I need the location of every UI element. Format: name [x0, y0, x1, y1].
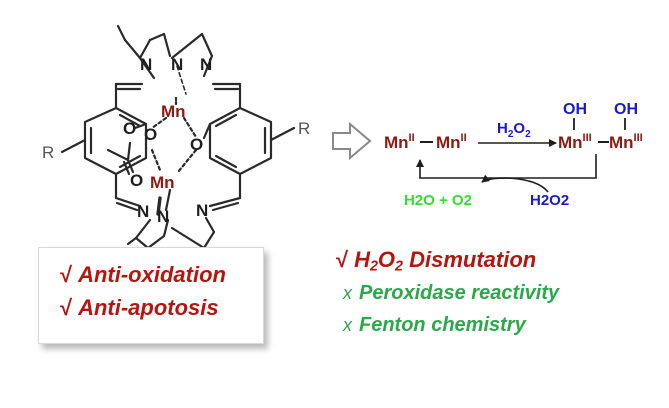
mn-bottom-atom: Mn — [150, 173, 175, 192]
r-group-right: R — [298, 119, 310, 138]
r-bond-left — [60, 138, 87, 154]
return-arrow — [416, 154, 597, 179]
mn-top-atom: Mn — [161, 102, 186, 121]
check-mark-icon: √ — [60, 295, 73, 320]
fenton-label: Fenton chemistry — [359, 314, 526, 336]
complex-atom-labels: Mn Mn O O O O N N N N N N R R — [42, 55, 310, 226]
mn2-right: MnII — [436, 132, 467, 152]
bottom-ethylene-bridges — [126, 216, 216, 250]
reagent-h2o2-bottom: H2O2 — [530, 192, 569, 209]
anti-oxidation-label: Anti-oxidation — [78, 262, 226, 287]
upper-imine-arms — [114, 82, 242, 110]
oxygen-atom-3: O — [190, 135, 203, 154]
nitrogen-atom-1: N — [140, 55, 152, 74]
biological-activity-box — [38, 247, 264, 344]
mn3-left: MnIII — [558, 132, 592, 152]
product-water-oxygen: H2O + O2 — [404, 192, 472, 209]
anti-apotosis-label: Anti-apotosis — [78, 295, 219, 320]
peroxidase-label: Peroxidase reactivity — [359, 282, 560, 304]
dismutation-item: √H2O2 Dismutation — [336, 247, 537, 275]
acetate-bridge — [106, 141, 135, 176]
mn2-left: MnII — [384, 132, 415, 152]
anti-oxidation-item: √Anti-oxidation — [60, 262, 226, 288]
hydroxide-1: OH — [563, 101, 587, 118]
check-mark-icon: √ — [336, 247, 349, 272]
peroxidase-item: x Peroxidase reactivity — [343, 282, 559, 305]
anti-apotosis-item: √Anti-apotosis — [60, 295, 219, 321]
nitrogen-atom-4: N — [137, 202, 149, 221]
left-benzene-ring — [83, 106, 148, 176]
cross-mark-icon: x — [343, 315, 352, 335]
nitrogen-atom-5: N — [157, 207, 169, 226]
lower-imine-arms — [114, 172, 242, 212]
fenton-item: x Fenton chemistry — [343, 314, 526, 337]
oxygen-atom-2: O — [144, 125, 157, 144]
r-bond-right — [269, 126, 296, 142]
catalytic-scheme: MnII MnII H2O2 OH OH MnIII MnIII H2O + O… — [384, 101, 643, 209]
dimanganese-complex — [60, 24, 296, 250]
r-group-left: R — [42, 143, 54, 162]
oxygen-atom-1: O — [123, 119, 136, 138]
curved-arrow — [481, 174, 549, 193]
right-benzene-ring — [208, 106, 273, 176]
transformation-arrow-icon — [332, 121, 372, 161]
top-ethylene-bridges — [116, 24, 214, 95]
nitrogen-atom-2: N — [171, 55, 183, 74]
metal-core-bonds — [133, 94, 212, 216]
nitrogen-atom-3: N — [200, 55, 212, 74]
cross-mark-icon: x — [343, 283, 352, 303]
dismutation-label: H2O2 Dismutation — [354, 247, 537, 275]
mn3-right: MnIII — [609, 132, 643, 152]
oxygen-atom-4: O — [130, 171, 143, 190]
hydroxide-2: OH — [614, 101, 638, 118]
check-mark-icon: √ — [60, 262, 73, 287]
reagent-h2o2-top: H2O2 — [497, 120, 531, 140]
nitrogen-atom-6: N — [196, 201, 208, 220]
